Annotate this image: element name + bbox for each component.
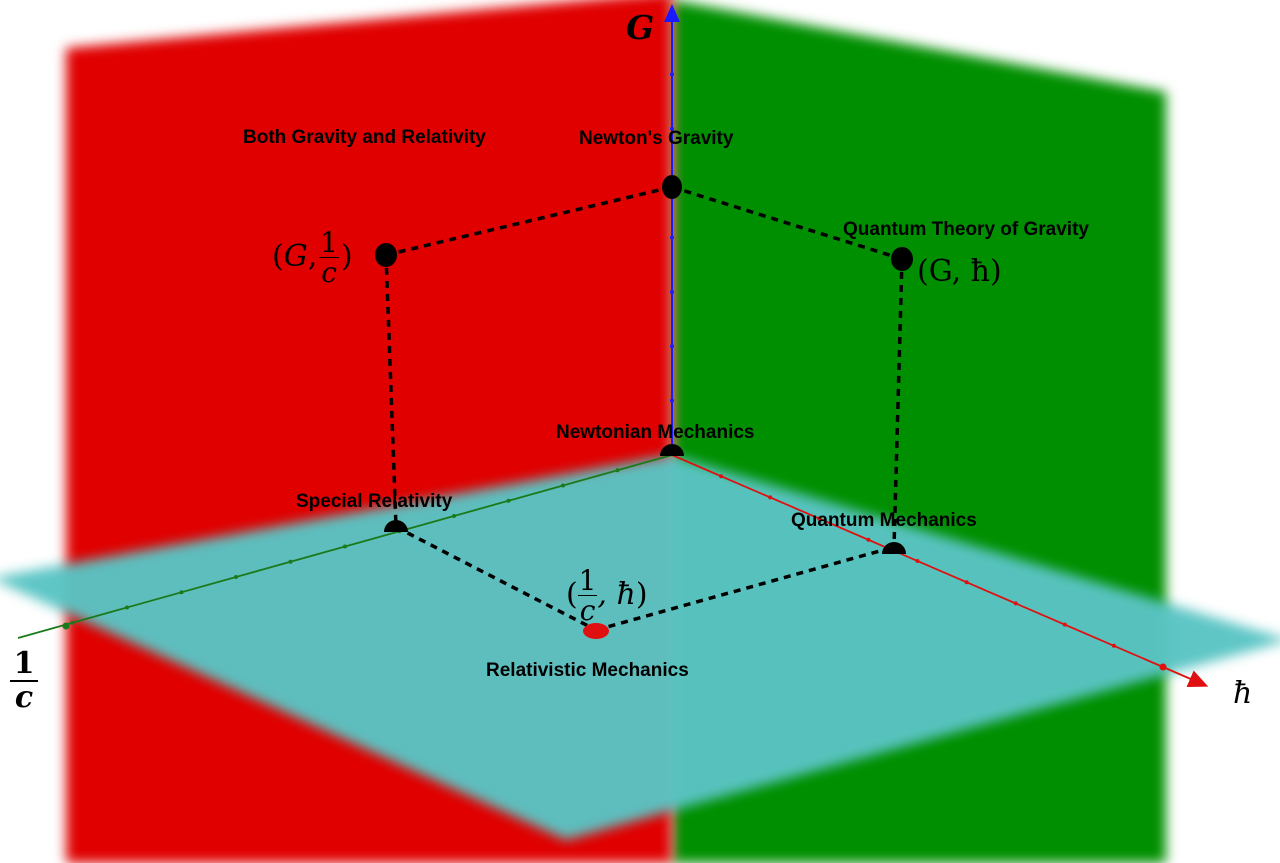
axis-tick bbox=[125, 605, 129, 610]
dashed-connectors bbox=[384, 185, 904, 632]
axis-tick bbox=[561, 483, 565, 488]
point-hbar-axis-end bbox=[1159, 663, 1167, 671]
axis-tick bbox=[1013, 601, 1018, 606]
connector-gc-to-gravity bbox=[385, 185, 673, 257]
axis-tick bbox=[506, 498, 511, 503]
axis-tick bbox=[670, 126, 674, 131]
label-quantum-mechanics: Quantum Mechanics bbox=[791, 510, 977, 531]
axis-tick bbox=[179, 590, 184, 595]
axis-tick bbox=[915, 559, 920, 563]
axis-tick bbox=[70, 620, 75, 625]
point-g-c[interactable] bbox=[375, 243, 397, 267]
label-both-gravity-relativity: Both Gravity and Relativity bbox=[243, 127, 486, 148]
g-axis-label: G bbox=[626, 8, 655, 47]
axis-tick bbox=[343, 544, 347, 549]
label-newtonian-mechanics: Newtonian Mechanics bbox=[556, 422, 755, 443]
axis-tick bbox=[964, 580, 969, 585]
c-axis-label: 1 c bbox=[10, 648, 38, 713]
axis-tick bbox=[817, 516, 822, 521]
label-newtons-gravity: Newton's Gravity bbox=[579, 128, 734, 149]
axis-tick bbox=[234, 575, 238, 579]
axis-tick bbox=[1111, 643, 1116, 648]
connector-gravity-to-ghbar bbox=[671, 185, 903, 261]
axis-tick bbox=[670, 398, 674, 403]
hbar-axis-line bbox=[671, 454, 1209, 687]
point-quantum-mechanics[interactable] bbox=[882, 542, 906, 554]
axis-tick bbox=[670, 289, 674, 294]
point-g-hbar[interactable] bbox=[891, 247, 913, 271]
coord-g-hbar: (G, ħ) bbox=[917, 254, 1002, 289]
connector-ghbar-to-qm bbox=[892, 258, 904, 548]
point-relativistic-mechanics[interactable] bbox=[583, 623, 609, 639]
connector-gc-to-sr bbox=[384, 254, 398, 528]
point-special-relativity[interactable] bbox=[384, 520, 408, 532]
axis-tick bbox=[670, 235, 674, 240]
axis-tick bbox=[768, 495, 773, 500]
label-special-relativity: Special Relativity bbox=[296, 491, 453, 512]
axis-ticks bbox=[70, 72, 1116, 648]
label-relativistic-mechanics: Relativistic Mechanics bbox=[486, 660, 689, 681]
cyan-plane-c-hbar bbox=[0, 455, 1280, 840]
axis-tick bbox=[670, 72, 674, 77]
axis-tick bbox=[288, 559, 293, 564]
point-c-axis-origin bbox=[62, 622, 70, 630]
axis-tick bbox=[615, 468, 620, 473]
point-newtons-gravity[interactable] bbox=[662, 175, 682, 199]
axis-tick bbox=[670, 344, 674, 349]
axis-tick bbox=[452, 514, 456, 518]
axis-tick bbox=[1062, 622, 1067, 627]
hbar-axis-label: ħ bbox=[1233, 676, 1253, 711]
label-quantum-theory-of-gravity: Quantum Theory of Gravity bbox=[843, 219, 1089, 240]
point-newtonian-mechanics[interactable] bbox=[660, 444, 684, 456]
connector-sr-to-rm bbox=[395, 525, 597, 632]
axis-tick bbox=[866, 537, 871, 542]
axis-tick bbox=[719, 474, 724, 479]
